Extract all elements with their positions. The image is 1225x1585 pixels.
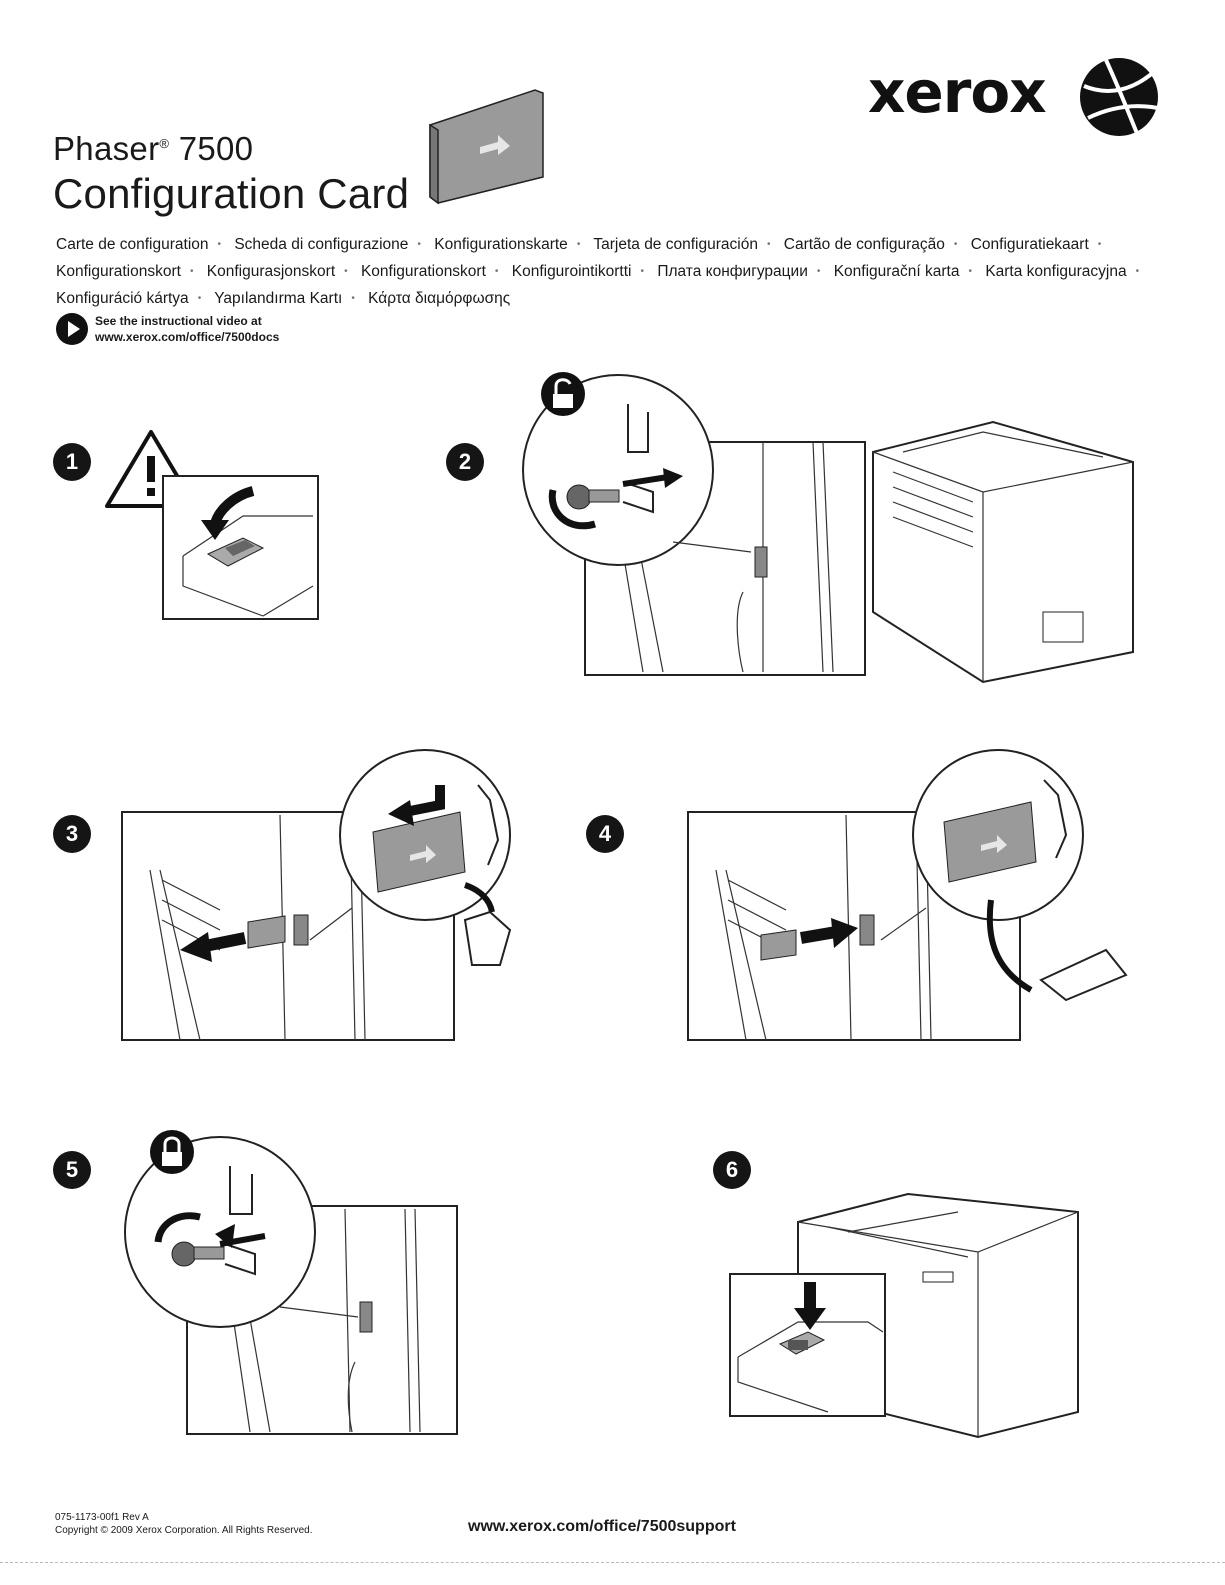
step5-secure-screw-illustration <box>124 1130 458 1435</box>
instructional-video-link[interactable]: See the instructional video at www.xerox… <box>95 313 279 345</box>
copyright: Copyright © 2009 Xerox Corporation. All … <box>55 1525 313 1536</box>
step6-power-on-illustration <box>729 1192 1079 1439</box>
support-url-link[interactable]: www.xerox.com/office/7500support <box>468 1518 736 1535</box>
step4-insert-card-illustration <box>687 749 1128 1041</box>
step-number-3: 3 <box>53 815 91 853</box>
step-number-2: 2 <box>446 443 484 481</box>
video-line-1: See the instructional video at <box>95 314 262 328</box>
translation-list: Carte de configuration• Scheda di config… <box>56 236 1140 307</box>
configuration-card-illustration <box>429 89 544 205</box>
step3-remove-card-illustration <box>121 749 512 1041</box>
footer-legal: 075-1173-00f1 Rev A Copyright © 2009 Xer… <box>55 1511 313 1537</box>
video-url[interactable]: www.xerox.com/office/7500docs <box>95 330 280 344</box>
play-video-icon[interactable] <box>56 313 88 345</box>
step-number-4: 4 <box>586 815 624 853</box>
step-number-5: 5 <box>53 1151 91 1189</box>
step1-power-switch-illustration <box>162 475 319 620</box>
step-number-6: 6 <box>713 1151 751 1189</box>
xerox-logo: xerox <box>868 58 1047 126</box>
cut-line <box>0 1562 1225 1563</box>
step-number-1: 1 <box>53 443 91 481</box>
part-number: 075-1173-00f1 Rev A <box>55 1512 149 1523</box>
step2-printer-illustration <box>522 372 1134 684</box>
xerox-sphere-icon <box>1080 58 1159 137</box>
product-name: Phaser® 7500 <box>53 130 254 167</box>
page-title: Configuration Card <box>53 170 410 217</box>
